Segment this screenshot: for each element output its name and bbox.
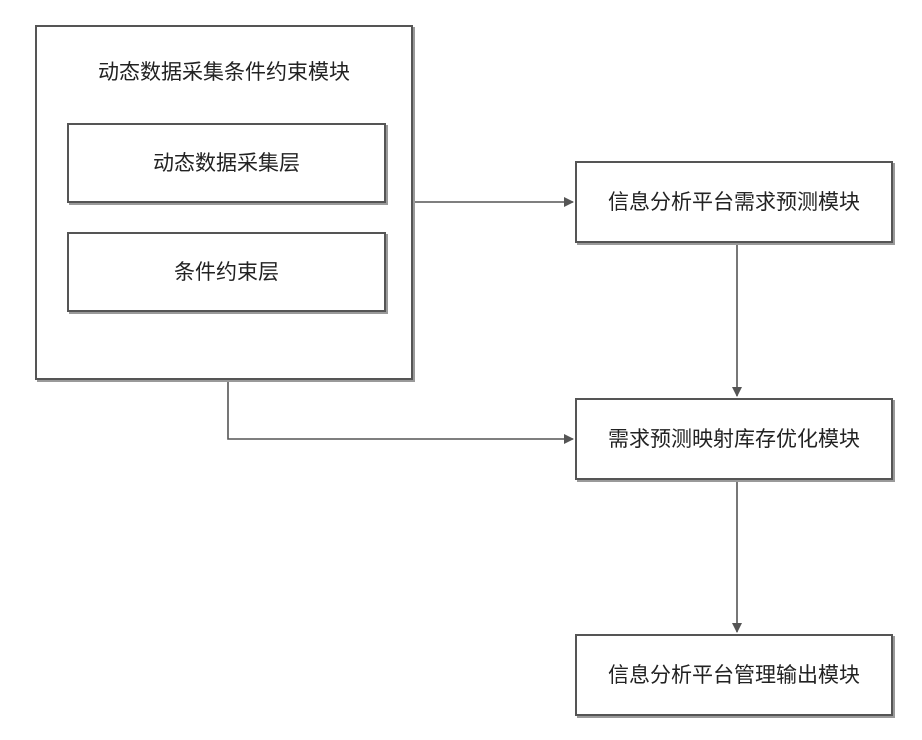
constraint-layer-box: 条件约束层 bbox=[67, 232, 386, 312]
constraint-layer-label: 条件约束层 bbox=[69, 259, 384, 285]
forecast-module-label: 信息分析平台需求预测模块 bbox=[577, 189, 891, 215]
arrow-outer-to-inventory bbox=[228, 380, 573, 439]
data-collection-layer-label: 动态数据采集层 bbox=[69, 150, 384, 176]
inventory-module-label: 需求预测映射库存优化模块 bbox=[577, 426, 891, 452]
inventory-module-box: 需求预测映射库存优化模块 bbox=[575, 398, 893, 480]
output-module-box: 信息分析平台管理输出模块 bbox=[575, 634, 893, 716]
output-module-label: 信息分析平台管理输出模块 bbox=[577, 662, 891, 688]
outer-module-title: 动态数据采集条件约束模块 bbox=[37, 59, 411, 85]
forecast-module-box: 信息分析平台需求预测模块 bbox=[575, 161, 893, 243]
data-collection-layer-box: 动态数据采集层 bbox=[67, 123, 386, 203]
